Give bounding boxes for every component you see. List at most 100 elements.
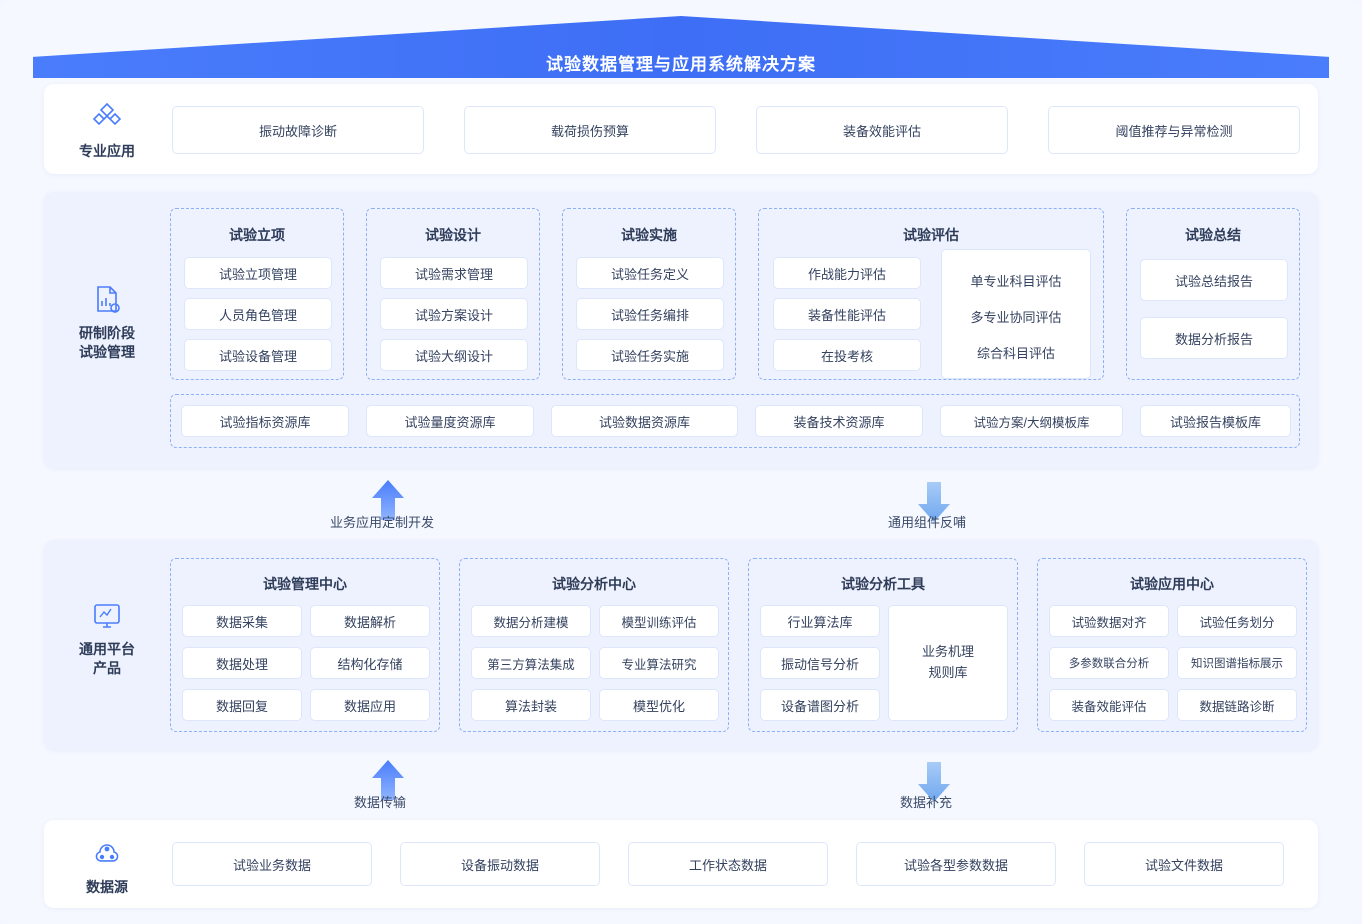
- arrow-label-component-feedback: 通用组件反哺: [888, 515, 967, 530]
- datasource-row-label-text: 数据源: [86, 879, 128, 895]
- stage-group-3-left-2[interactable]: 在投考核: [773, 339, 921, 371]
- apps-row-label: 专业应用: [44, 100, 170, 161]
- stage-group-4-item-1[interactable]: 数据分析报告: [1140, 317, 1288, 359]
- stage-group-4-item-0[interactable]: 试验总结报告: [1140, 259, 1288, 301]
- stage-resource-3-label: 装备技术资源库: [793, 414, 885, 430]
- platform-group-2-title: 试验分析工具: [841, 576, 925, 592]
- datasource-panel: 数据源 试验业务数据 设备振动数据 工作状态数据 试验各型参数数据 试验文件数据: [44, 820, 1318, 908]
- platform-group-0-item-2-label: 数据处理: [215, 656, 268, 672]
- datasource-item-4[interactable]: 试验文件数据: [1084, 842, 1284, 886]
- app-item-3-label: 阈值推荐与异常检测: [1115, 123, 1233, 139]
- stage-panel: 研制阶段 试验管理 试验立项 试验立项管理 人员角色管理 试验设备管理 试验设计…: [44, 192, 1318, 468]
- app-item-0[interactable]: 振动故障诊断: [172, 106, 424, 154]
- platform-group-2-item-2[interactable]: 设备谱图分析: [760, 689, 880, 721]
- platform-group-3-item-1[interactable]: 试验任务划分: [1177, 605, 1297, 637]
- platform-group-0-item-1[interactable]: 数据解析: [310, 605, 430, 637]
- platform-group-3-item-0[interactable]: 试验数据对齐: [1049, 605, 1169, 637]
- stage-group-2-item-1[interactable]: 试验任务编排: [576, 298, 724, 330]
- stage-group-3-left-0[interactable]: 作战能力评估: [773, 257, 921, 289]
- stage-group-1-item-1-label: 试验方案设计: [414, 307, 493, 323]
- stage-group-1-item-0[interactable]: 试验需求管理: [380, 257, 528, 289]
- platform-group-1-item-3[interactable]: 专业算法研究: [599, 647, 719, 679]
- platform-group-3-item-4[interactable]: 装备效能评估: [1049, 689, 1169, 721]
- stage-group-3-right-1[interactable]: 多专业协同评估: [942, 298, 1090, 334]
- platform-group-2-rule-library[interactable]: 业务机理 规则库: [888, 605, 1008, 721]
- datasource-item-3[interactable]: 试验各型参数数据: [856, 842, 1056, 886]
- stage-group-3-left-1-label: 装备性能评估: [807, 307, 886, 323]
- stage-group-4-item-1-label: 数据分析报告: [1174, 331, 1253, 347]
- stage-group-0-item-0[interactable]: 试验立项管理: [184, 257, 332, 289]
- platform-group-2: 试验分析工具 行业算法库 振动信号分析 设备谱图分析 业务机理 规则库: [748, 558, 1018, 732]
- stage-resource-3[interactable]: 装备技术资源库: [755, 405, 923, 437]
- arrow-down-component-feedback: [914, 478, 954, 524]
- stage-group-2-item-0[interactable]: 试验任务定义: [576, 257, 724, 289]
- platform-group-1-item-0[interactable]: 数据分析建模: [471, 605, 591, 637]
- platform-group-2-item-2-label: 设备谱图分析: [780, 698, 859, 714]
- stage-resource-4[interactable]: 试验方案/大纲模板库: [940, 405, 1123, 437]
- platform-group-2-item-1[interactable]: 振动信号分析: [760, 647, 880, 679]
- stage-resource-1[interactable]: 试验量度资源库: [366, 405, 534, 437]
- platform-group-1: 试验分析中心 数据分析建模 模型训练评估 第三方算法集成 专业算法研究 算法封装…: [459, 558, 729, 732]
- app-item-3[interactable]: 阈值推荐与异常检测: [1048, 106, 1300, 154]
- datasource-item-0[interactable]: 试验业务数据: [172, 842, 372, 886]
- stage-group-3-left-0-label: 作战能力评估: [807, 266, 886, 282]
- stage-resource-5[interactable]: 试验报告模板库: [1140, 405, 1291, 437]
- stage-group-0-item-2[interactable]: 试验设备管理: [184, 339, 332, 371]
- platform-group-1-item-0-label: 数据分析建模: [493, 615, 569, 630]
- arrow-label-data-supplement: 数据补充: [900, 795, 953, 810]
- stage-group-1-item-2[interactable]: 试验大纲设计: [380, 339, 528, 371]
- datasource-item-1-label: 设备振动数据: [460, 857, 539, 873]
- platform-group-3-item-4-label: 装备效能评估: [1071, 699, 1147, 714]
- platform-group-0: 试验管理中心 数据采集 数据解析 数据处理 结构化存储 数据回复 数据应用: [170, 558, 440, 732]
- platform-group-2-item-0[interactable]: 行业算法库: [760, 605, 880, 637]
- stage-group-1: 试验设计 试验需求管理 试验方案设计 试验大纲设计: [366, 208, 540, 380]
- platform-group-3-item-3-label: 知识图谱指标展示: [1191, 658, 1283, 670]
- platform-group-1-item-5[interactable]: 模型优化: [599, 689, 719, 721]
- stage-group-3-right-0[interactable]: 单专业科目评估: [942, 262, 1090, 298]
- stage-group-0-item-1[interactable]: 人员角色管理: [184, 298, 332, 330]
- page-title: 试验数据管理与应用系统解决方案: [546, 55, 816, 74]
- stage-group-0-item-1-label: 人员角色管理: [218, 307, 297, 323]
- apps-row-label-text: 专业应用: [79, 143, 135, 159]
- datasource-item-0-label: 试验业务数据: [232, 857, 311, 873]
- app-item-1-label: 载荷损伤预算: [550, 123, 629, 139]
- platform-group-1-item-3-label: 专业算法研究: [621, 657, 697, 672]
- stage-group-3-left-1[interactable]: 装备性能评估: [773, 298, 921, 330]
- monitor-icon: [90, 598, 124, 632]
- platform-group-1-item-2[interactable]: 第三方算法集成: [471, 647, 591, 679]
- datasource-item-1[interactable]: 设备振动数据: [400, 842, 600, 886]
- platform-group-0-title: 试验管理中心: [263, 576, 347, 592]
- platform-group-0-item-3-label: 结构化存储: [337, 656, 403, 672]
- app-item-2[interactable]: 装备效能评估: [756, 106, 1008, 154]
- platform-group-3-item-2[interactable]: 多参数联合分析: [1049, 647, 1169, 679]
- platform-group-3-item-3[interactable]: 知识图谱指标展示: [1177, 647, 1297, 679]
- stage-group-3-right-2[interactable]: 综合科目评估: [942, 334, 1090, 370]
- platform-group-0-item-3[interactable]: 结构化存储: [310, 647, 430, 679]
- stage-resource-0[interactable]: 试验指标资源库: [181, 405, 349, 437]
- platform-group-1-item-2-label: 第三方算法集成: [487, 657, 575, 672]
- stage-row-label: 研制阶段 试验管理: [44, 282, 170, 362]
- stage-resource-2-label: 试验数据资源库: [598, 414, 690, 430]
- platform-group-3-item-5[interactable]: 数据链路诊断: [1177, 689, 1297, 721]
- platform-group-0-item-4[interactable]: 数据回复: [182, 689, 302, 721]
- stage-group-4-item-0-label: 试验总结报告: [1174, 273, 1253, 289]
- platform-group-0-item-0[interactable]: 数据采集: [182, 605, 302, 637]
- datasource-row-label: 数据源: [44, 836, 170, 897]
- platform-group-0-item-5[interactable]: 数据应用: [310, 689, 430, 721]
- datasource-item-2[interactable]: 工作状态数据: [628, 842, 828, 886]
- stage-group-1-item-1[interactable]: 试验方案设计: [380, 298, 528, 330]
- platform-group-1-item-1-label: 模型训练评估: [621, 615, 697, 630]
- platform-group-0-item-1-label: 数据解析: [343, 614, 396, 630]
- stage-resource-2[interactable]: 试验数据资源库: [551, 405, 738, 437]
- platform-group-3: 试验应用中心 试验数据对齐 试验任务划分 多参数联合分析 知识图谱指标展示 装备…: [1037, 558, 1307, 732]
- platform-group-1-item-1[interactable]: 模型训练评估: [599, 605, 719, 637]
- stage-group-2-item-2[interactable]: 试验任务实施: [576, 339, 724, 371]
- stage-group-3-title: 试验评估: [903, 227, 959, 243]
- platform-group-2-rule-library-label: 业务机理 规则库: [921, 644, 974, 680]
- app-item-1[interactable]: 载荷损伤预算: [464, 106, 716, 154]
- platform-group-1-item-4-label: 算法封装: [504, 698, 557, 714]
- platform-group-0-item-2[interactable]: 数据处理: [182, 647, 302, 679]
- platform-group-3-title: 试验应用中心: [1130, 576, 1214, 592]
- platform-group-1-item-4[interactable]: 算法封装: [471, 689, 591, 721]
- stage-group-1-item-0-label: 试验需求管理: [414, 266, 493, 282]
